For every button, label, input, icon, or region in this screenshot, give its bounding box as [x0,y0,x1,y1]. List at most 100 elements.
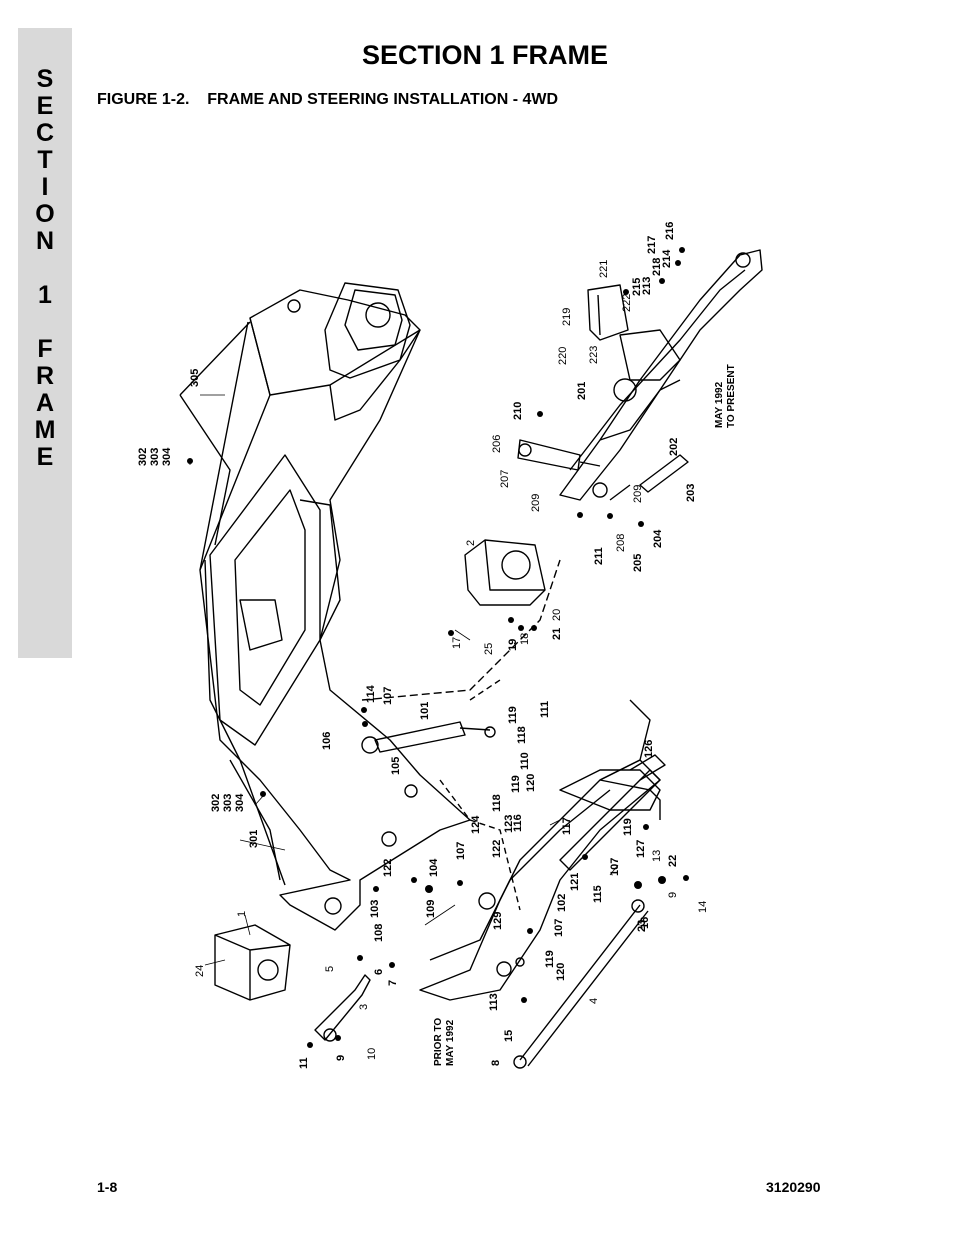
callout: 126 [643,740,655,758]
callout: 21 [551,628,563,640]
steering-cylinder-206 [517,439,601,471]
callout: 218 [651,258,663,276]
callout: 216 [664,222,676,240]
callout: 221 [598,260,610,278]
callout: 22 [667,855,679,867]
side-letter: 1 [38,281,52,309]
page-number: 1-8 [97,1179,118,1195]
callout: 119 [510,775,522,793]
callout: 7 [387,980,399,986]
side-letter: S [36,65,54,93]
callout: 122 [382,859,394,877]
callout: 23 [636,920,648,932]
callout-labels: 1 2 3 4 5 6 7 8 9 9 10 11 13 14 15 16 17… [137,222,709,1069]
side-letter: N [35,227,55,255]
callout: 18 [519,633,531,645]
callout: 103 [369,900,381,918]
note-to-present: TO PRESENT [726,364,737,428]
callout: 114 [365,684,377,703]
callout: 16 [639,917,651,929]
side-letter: C [35,119,55,147]
callout: 119 [622,818,634,836]
callout: 208 [615,534,627,552]
callout: 119 [544,950,556,968]
callout: 204 [652,529,664,548]
callout: 305 [189,369,201,387]
callout: 10 [366,1048,378,1060]
callout: 106 [321,732,333,750]
callout: 25 [483,643,495,655]
callout: 104 [428,858,440,877]
callout: 1 [236,911,248,917]
callout: 6 [373,969,385,975]
tie-rod [513,899,649,1069]
side-letter: A [35,389,55,417]
callout: 118 [516,726,528,744]
side-tab-letters: S E C T I O N 1 F R A M E [18,66,72,471]
callout: 121 [569,873,581,891]
callout: 129 [492,912,504,930]
callout: 101 [419,702,431,720]
callout: 9 [667,892,679,898]
callout: 222 [621,294,633,312]
callout: 205 [632,554,644,572]
callout: 209 [530,494,542,512]
callout: 115 [592,885,604,903]
callout: 105 [390,757,402,775]
callout: 107 [455,842,467,860]
callout: 304 [161,447,173,466]
component-2-box [464,539,546,606]
callout: 124 [470,815,482,834]
callout: 203 [685,484,697,502]
callout: 213 [641,277,653,295]
component-1-box [214,924,291,1001]
callout: 302 [137,448,149,466]
callout: 5 [324,966,336,972]
callout: 123 [503,815,515,833]
bracket-219 [587,284,629,341]
callout: 117 [561,817,573,835]
callout: 13 [651,850,663,862]
callout: 210 [512,402,524,420]
callout: 217 [646,236,658,254]
steering-cylinder-101 [361,721,496,754]
callout: 14 [697,901,709,913]
callout: 201 [576,382,588,400]
main-frame [179,282,561,931]
side-letter: F [37,335,53,363]
callout: 8 [490,1060,502,1066]
callout: 113 [488,993,500,1011]
note-may-1992: MAY 1992 [714,381,725,428]
callout: 20 [551,609,563,621]
side-letter: E [36,443,54,471]
side-letter: I [41,173,49,201]
callout: 209 [632,485,644,503]
axle-assembly-present [559,249,763,501]
document-number: 3120290 [766,1179,821,1195]
hardware-dots [187,247,689,1048]
callout: 223 [588,346,600,364]
figure-title: FIGURE 1-2. FRAME AND STEERING INSTALLAT… [97,91,559,108]
callout: 207 [499,470,511,488]
callout: 102 [556,894,568,912]
section-side-tab: S E C T I O N 1 F R A M E [18,28,72,658]
callout: 4 [588,998,600,1004]
callout: 202 [668,438,680,456]
section-title: SECTION 1 FRAME [361,40,609,70]
callout: 107 [553,919,565,937]
callout: 122 [491,840,503,858]
side-letter: O [35,200,55,228]
callout: 127 [635,840,647,858]
side-letter: T [37,146,53,174]
callout: 119 [507,706,519,724]
leader-lines [189,394,619,966]
note-prior-to: PRIOR TO [433,1018,444,1066]
steering-cylinder-left [314,974,371,1042]
callout: 303 [149,448,161,466]
callout: 211 [593,547,605,565]
callout: 2 [465,540,477,546]
callout: 19 [507,639,519,651]
callout: 219 [561,308,573,326]
callout: 301 [248,830,260,848]
